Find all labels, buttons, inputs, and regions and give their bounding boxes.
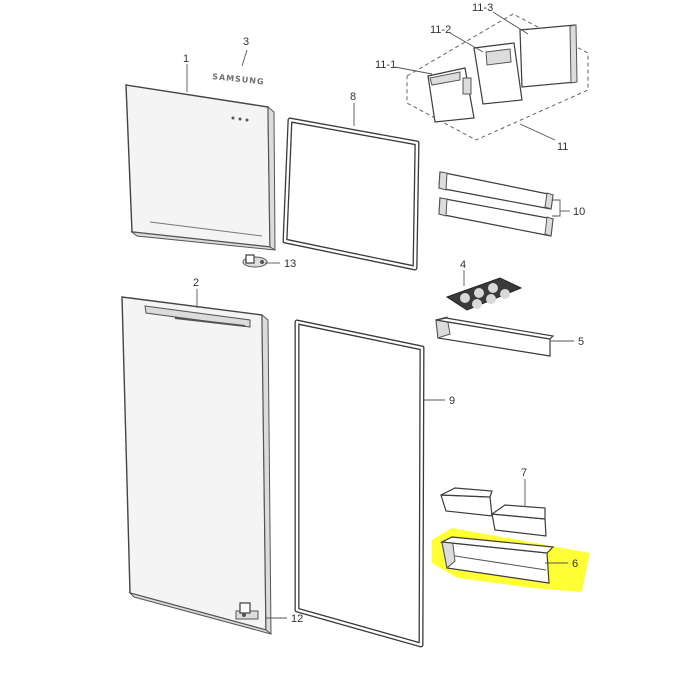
- part-5-door-shelf: [435, 316, 555, 357]
- callout-4: 4: [460, 259, 466, 271]
- brand-logo-text: SAMSUNG: [212, 72, 265, 86]
- callout-2: 2: [193, 277, 199, 289]
- part-8-freezer-gasket: [282, 117, 420, 271]
- part-10-shelf-guards: [438, 171, 554, 237]
- callout-12: 12: [291, 613, 303, 625]
- callout-labels: 1 3 8 2 4 5 9 7 6 12 13 10 11 11-1 11-2 …: [183, 2, 585, 625]
- callout-11-1: 11-1: [375, 59, 396, 71]
- part-9-fridge-gasket: [294, 319, 425, 648]
- callout-8: 8: [350, 91, 356, 103]
- part-11-3-cover: [519, 24, 578, 88]
- callout-11: 11: [557, 141, 568, 153]
- part-13-upper-hinge: [242, 254, 268, 268]
- part-12-lower-hinge: [235, 602, 259, 620]
- callout-3: 3: [243, 36, 249, 48]
- callout-9: 9: [449, 395, 455, 407]
- callout-11-3: 11-3: [472, 2, 493, 14]
- callout-6: 6: [572, 558, 578, 570]
- part-11-2-bin: [473, 42, 523, 105]
- part-11-1-bin: [427, 67, 475, 123]
- callout-10: 10: [573, 206, 585, 218]
- part-7-small-door-bins: [440, 487, 547, 537]
- callout-7: 7: [521, 467, 527, 479]
- callout-5: 5: [578, 336, 584, 348]
- part-6-highlighted-bin: [432, 528, 590, 592]
- callout-13: 13: [284, 258, 296, 270]
- part-2-fridge-door: [121, 296, 272, 636]
- part-1-freezer-door: [125, 84, 276, 251]
- callout-1: 1: [183, 53, 189, 65]
- part-4-egg-tray: [445, 277, 523, 311]
- leader-lines: [186, 11, 574, 619]
- callout-11-2: 11-2: [430, 24, 451, 36]
- part-11-assembly: [406, 13, 589, 141]
